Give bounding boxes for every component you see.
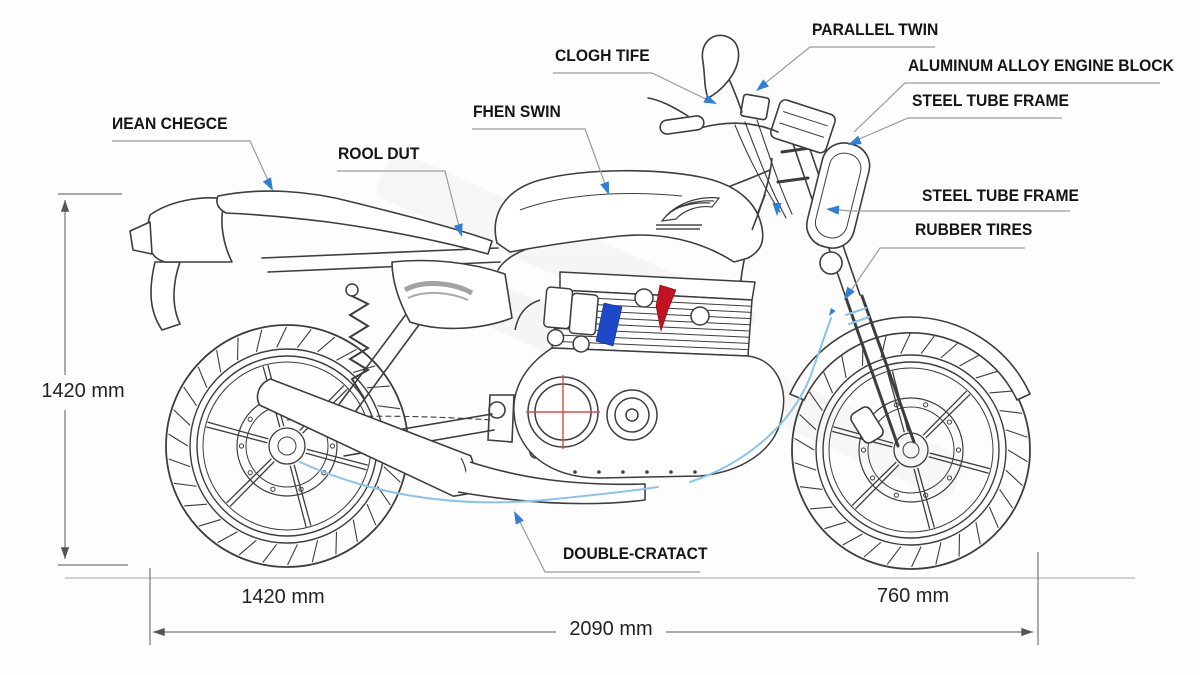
- label-clutch-lever: CLOGH TIFE: [555, 46, 650, 65]
- fuel-tank: [494, 169, 764, 263]
- label-exhaust: DOUBLE-CRATACT: [563, 544, 708, 563]
- tail-light: [129, 221, 153, 255]
- pointer-arrow-icon: [600, 181, 609, 195]
- brake-lever: [647, 97, 689, 117]
- label-frame-upper: STEEL TUBE FRAME: [912, 91, 1069, 110]
- handlebar: [699, 122, 779, 133]
- pointer-arrow-icon: [826, 205, 840, 215]
- pointer-arrow-icon: [844, 286, 855, 300]
- dimension-arrowheads: [60, 200, 1033, 637]
- cable-routing-blue: [299, 307, 870, 504]
- pointer-arrow-icon: [772, 203, 782, 216]
- bodywork: [129, 157, 773, 331]
- pointer-arrow-icon: [703, 94, 717, 104]
- pointer-arrow-icon: [60, 200, 70, 212]
- dimension-front-section: 760 mm: [876, 585, 950, 607]
- handlebar-grip: [659, 115, 705, 135]
- front-wheel: [791, 330, 1031, 570]
- rear-shock: [345, 283, 371, 399]
- exhaust-muffler: [256, 378, 646, 505]
- highlight-part-blue: [595, 302, 623, 347]
- dimension-lines: [58, 193, 1135, 645]
- engine: [513, 271, 785, 479]
- highlight-part-red: [655, 284, 677, 333]
- rear-fender-flap: [150, 261, 181, 331]
- crankcase-bolts: [573, 470, 697, 474]
- turn-signal: [819, 251, 843, 275]
- front-end: [647, 34, 1031, 448]
- honda-wing-icon: [656, 197, 721, 230]
- instrument-cluster: [769, 99, 836, 154]
- pointer-arrow-icon: [756, 79, 769, 91]
- pointer-arrow-icon: [829, 307, 836, 316]
- label-fuel-tank: FHEN SWIN: [473, 102, 561, 121]
- dimension-rear-section: 1420 mm: [241, 586, 325, 608]
- label-engine-block: ALUMINUM ALLOY ENGINE BLOCK: [908, 56, 1174, 75]
- pointer-arrow-icon: [262, 177, 273, 191]
- pointer-arrow-icon: [60, 547, 70, 559]
- dimension-overall-length: 2090 mm: [569, 618, 653, 640]
- master-cylinder: [739, 93, 771, 121]
- side-badge: [403, 281, 474, 301]
- pointer-arrow-icon: [848, 135, 862, 145]
- label-rear-fender: ИEAN CHEGCE: [112, 114, 228, 133]
- leader-lines: [112, 46, 1160, 573]
- label-tires: RUBBER TIRES: [915, 220, 1033, 239]
- pointer-arrow-icon: [1021, 627, 1033, 637]
- triple-clamps: [776, 146, 812, 184]
- mirror: [701, 34, 740, 99]
- pointer-arrows: [262, 79, 862, 525]
- dimension-overall-height: 1420 mm: [41, 380, 125, 402]
- label-frame-lower: STEEL TUBE FRAME: [922, 186, 1079, 205]
- label-seat: ROOL DUT: [338, 144, 420, 163]
- label-parallel-twin: PARALLEL TWIN: [812, 20, 939, 39]
- brake-caliper: [850, 406, 884, 444]
- seat: [216, 190, 493, 255]
- crosshair-marker: [526, 375, 600, 449]
- pointer-arrow-icon: [514, 511, 525, 525]
- pointer-arrow-icon: [453, 223, 463, 237]
- pointer-arrow-icon: [153, 627, 165, 637]
